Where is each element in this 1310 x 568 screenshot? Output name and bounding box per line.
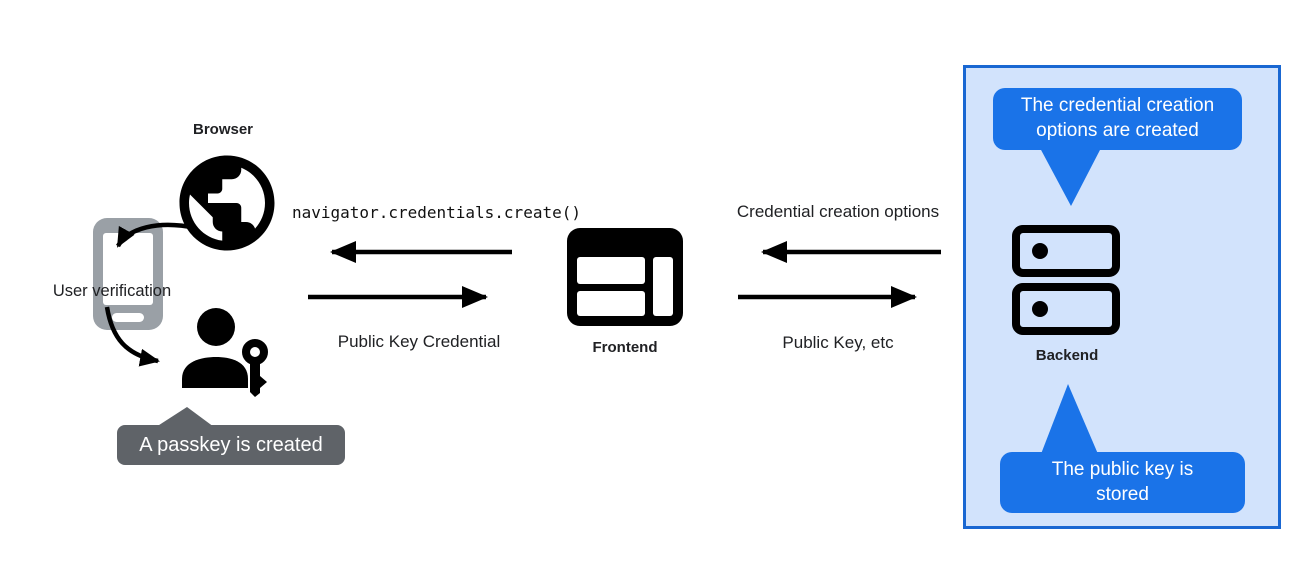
blue-callout-bottom-pointer: [1041, 384, 1098, 454]
credential-creation-options-label: Credential creation options: [736, 202, 940, 221]
passkey-created-callout: A passkey is created: [117, 425, 345, 465]
public-key-credential-label: Public Key Credential: [337, 332, 501, 351]
gray-callout-pointer: [156, 407, 214, 427]
blue-callout-top-pointer: [1040, 148, 1101, 206]
globe-icon: [179, 155, 275, 251]
navigator-credentials-create-label: navigator.credentials.create(): [292, 203, 581, 222]
browser-label: Browser: [192, 121, 254, 138]
frontend-label: Frontend: [592, 339, 658, 356]
public-key-etc-label: Public Key, etc: [782, 333, 894, 352]
smartphone-icon: [93, 218, 163, 330]
person-key-icon: [182, 308, 268, 397]
options-created-callout: The credential creation options are crea…: [993, 88, 1242, 150]
user-verification-label: User verification: [52, 282, 172, 300]
browser-to-phone-arrow: [116, 222, 197, 248]
public-key-stored-callout: The public key is stored: [1000, 452, 1245, 513]
browser-window-icon: [567, 228, 683, 326]
backend-label: Backend: [1035, 347, 1099, 364]
server-stack-icon: [1012, 225, 1120, 335]
phone-to-user-arrow: [104, 306, 160, 367]
